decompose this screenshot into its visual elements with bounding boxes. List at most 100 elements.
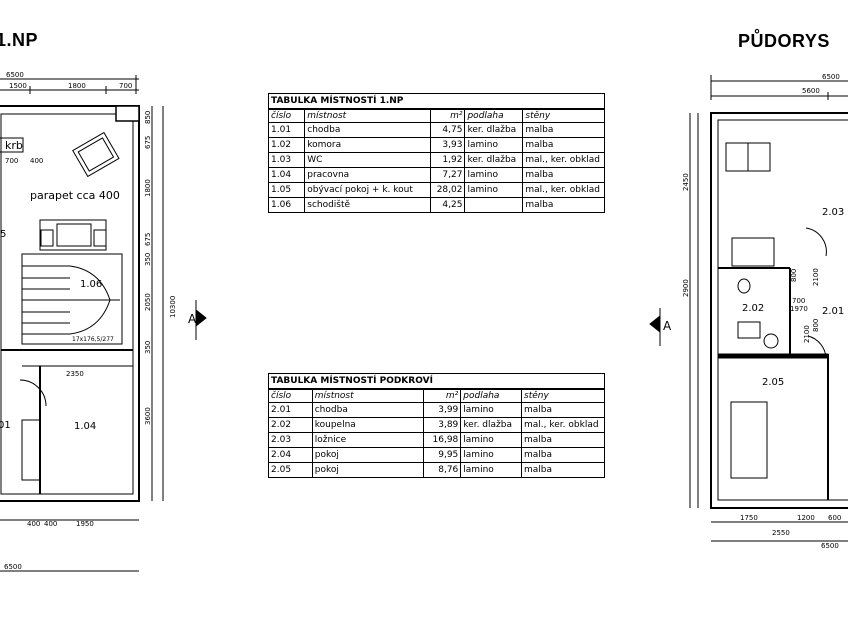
- cell: 1.01: [267, 122, 306, 138]
- left-dim-right-7: 3600: [144, 407, 152, 425]
- right-dim-top-0: 6500: [822, 73, 840, 81]
- table2-header: místnost: [311, 388, 425, 403]
- cell: pokoj: [311, 462, 425, 478]
- right-dim-mid-1: 1970: [790, 305, 808, 313]
- right-dim-mid-5: 2100: [803, 325, 811, 343]
- room-table-podkrovi: TABULKA MÍSTNOSTÍ PODKROVÍ číslo místnos…: [268, 373, 605, 478]
- left-dim-bottom-0: 400: [27, 520, 40, 528]
- table1-header: stěny: [522, 108, 605, 123]
- left-dim-mid: 2350: [66, 370, 84, 378]
- table1-header: m²: [429, 108, 466, 123]
- cell: 3,89: [423, 417, 462, 433]
- cell: 4,25: [429, 197, 466, 213]
- cell: mal., ker. obklad: [521, 417, 605, 433]
- table1-caption: TABULKA MÍSTNOSTÍ 1.NP: [268, 93, 605, 110]
- cell: 2.05: [268, 462, 313, 478]
- cell: schodiště: [304, 197, 431, 213]
- left-dim-right-2: 1800: [144, 179, 152, 197]
- cell: 1,92: [429, 152, 466, 168]
- cell: 2.03: [268, 432, 313, 448]
- cell: 3,99: [423, 402, 462, 418]
- cell: 1.02: [267, 137, 306, 153]
- room-2-02: 2.02: [742, 303, 764, 314]
- room-1-04: 1.04: [74, 421, 96, 432]
- cell: ker. dlažba: [460, 417, 523, 433]
- left-dim-bottom-2: 1950: [76, 520, 94, 528]
- floor2-title: PŮDORYS: [738, 31, 830, 51]
- table2-header: číslo: [268, 388, 313, 403]
- cell: chodba: [304, 122, 431, 138]
- cell: ker. dlažba: [464, 152, 524, 168]
- cell: 2.02: [268, 417, 313, 433]
- cell: 28,02: [429, 182, 466, 198]
- small-dim-1: 400: [30, 157, 43, 165]
- cell: 1.03: [267, 152, 306, 168]
- right-dim-bottom-0: 1750: [740, 514, 758, 522]
- cell: pracovna: [304, 167, 431, 183]
- cell: 16,98: [423, 432, 462, 448]
- room-1-06: 1.06: [80, 279, 102, 290]
- cell: 9,95: [423, 447, 462, 463]
- left-dim-top-0: 6500: [6, 71, 24, 79]
- left-section-A: A: [188, 312, 197, 326]
- left-dim-right-3: 675: [144, 233, 152, 246]
- left-floor-plan: [0, 75, 207, 572]
- right-dim-left-1: 2900: [682, 279, 690, 297]
- left-dim-total-v: 10300: [169, 296, 177, 318]
- cell: malba: [522, 167, 605, 183]
- right-dim-mid-4: 800: [812, 319, 820, 332]
- right-dim-left-0: 2450: [682, 173, 690, 191]
- floor1-title: 1.NP: [0, 30, 39, 50]
- room-table-1np: TABULKA MÍSTNOSTÍ 1.NP číslo místnost m²…: [267, 93, 605, 213]
- cell: mal., ker. obklad: [522, 182, 605, 198]
- right-dim-mid-2: 800: [790, 269, 798, 282]
- cell: 2.04: [268, 447, 313, 463]
- parapet-label: parapet cca 400: [30, 189, 120, 202]
- cell: malba: [521, 402, 605, 418]
- cell: pokoj: [311, 447, 425, 463]
- cell: malba: [521, 462, 605, 478]
- left-dim-top-1: 1500: [9, 82, 27, 90]
- cell: lamino: [460, 447, 523, 463]
- cell: malba: [522, 137, 605, 153]
- cell: 1.06: [267, 197, 306, 213]
- left-dim-right-4: 350: [144, 253, 152, 266]
- cell: WC: [304, 152, 431, 168]
- cell: [464, 197, 524, 213]
- left-dim-top-3: 700: [119, 82, 132, 90]
- cell: 1.04: [267, 167, 306, 183]
- table2-header: podlaha: [460, 388, 523, 403]
- right-dim-bottom-1: 1200: [797, 514, 815, 522]
- cell: lamino: [464, 137, 524, 153]
- right-section-A: A: [663, 319, 672, 333]
- cell: 7,27: [429, 167, 466, 183]
- cell: lamino: [464, 167, 524, 183]
- cell: lamino: [464, 182, 524, 198]
- right-dim-bottom-3: 2550: [772, 529, 790, 537]
- cell: malba: [522, 197, 605, 213]
- room-2-05: 2.05: [762, 377, 784, 388]
- cell: obývací pokoj + k. kout: [304, 182, 431, 198]
- room-2-03: 2.03: [822, 207, 844, 218]
- table2-header: m²: [423, 388, 462, 403]
- cell: ker. dlažba: [464, 122, 524, 138]
- cell: mal., ker. obklad: [522, 152, 605, 168]
- cell: ložnice: [311, 432, 425, 448]
- table2-caption: TABULKA MÍSTNOSTÍ PODKROVÍ: [268, 373, 605, 390]
- left-dim-bottom-1: 400: [44, 520, 57, 528]
- cell: lamino: [460, 432, 523, 448]
- cell: lamino: [460, 462, 523, 478]
- room-01-partial: 01: [0, 420, 11, 431]
- room-5-partial: 5: [0, 229, 6, 240]
- cell: 2.01: [268, 402, 313, 418]
- right-dim-mid-3: 2100: [812, 268, 820, 286]
